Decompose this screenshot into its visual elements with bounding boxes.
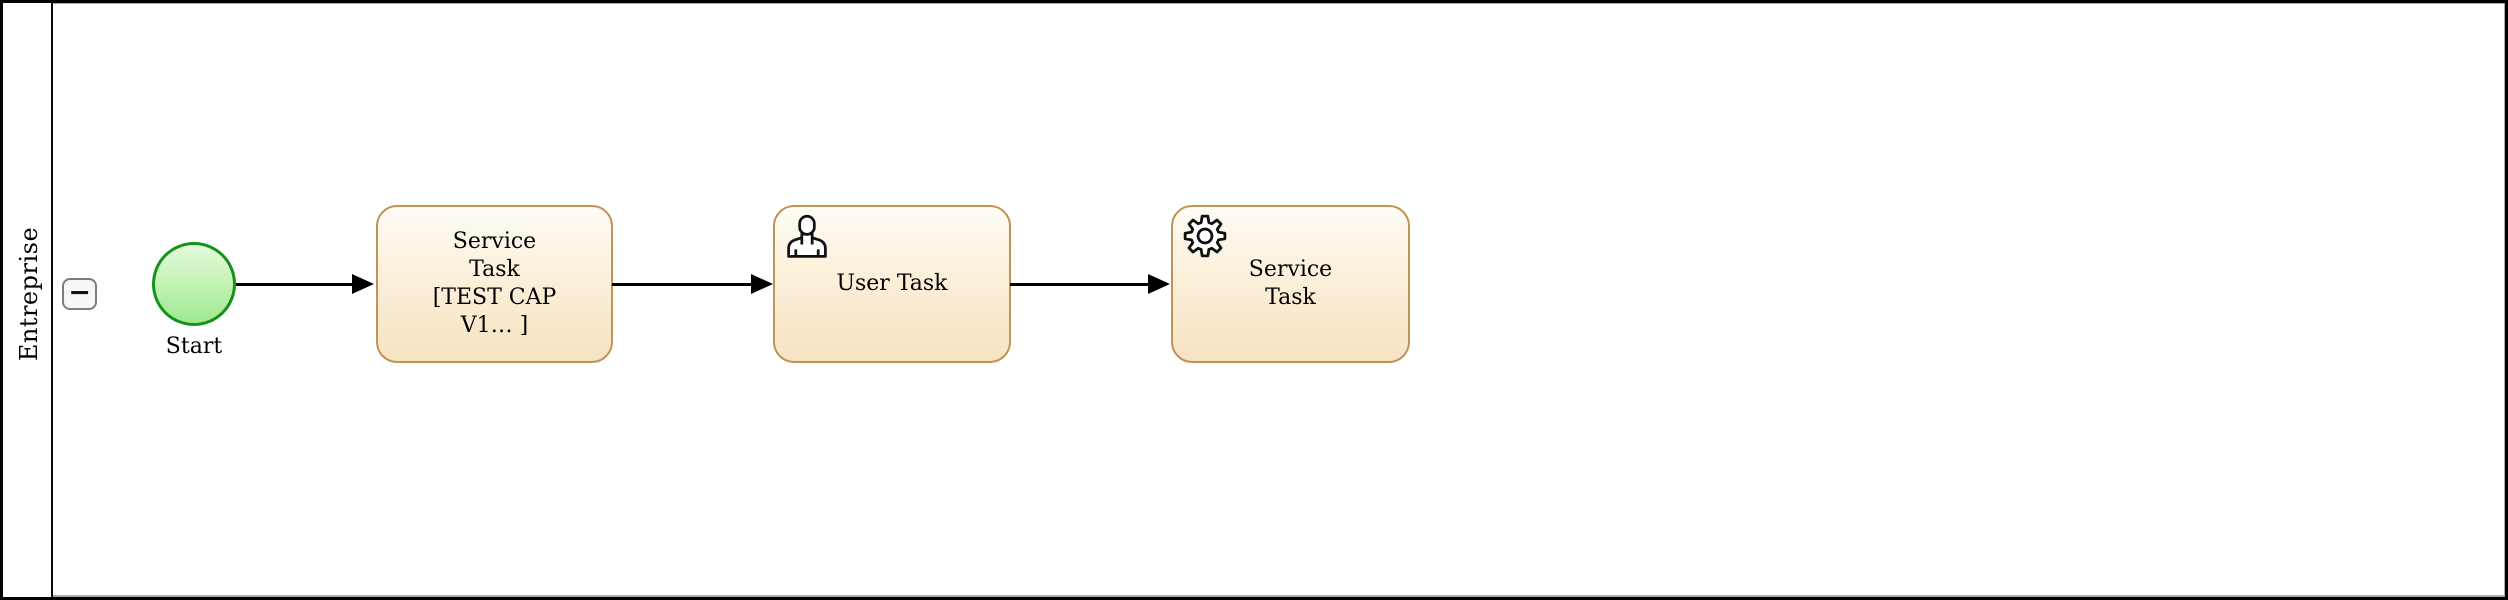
user-task[interactable]: User Task — [773, 205, 1011, 363]
arrowhead-icon — [1148, 273, 1170, 294]
label-line: Task — [1265, 285, 1316, 310]
label-line: [TEST CAP — [432, 285, 557, 310]
arrowhead-icon — [751, 273, 773, 294]
user-task-label: User Task — [836, 271, 948, 296]
start-event-label: Start — [165, 334, 223, 359]
sequence-flow-1[interactable] — [236, 283, 353, 286]
collapse-button[interactable]: − — [62, 278, 97, 310]
label-line: Service — [1248, 257, 1333, 282]
lane-label: Entreprise — [15, 226, 43, 362]
minus-icon: − — [68, 277, 91, 308]
user-icon — [787, 214, 827, 258]
lane-header[interactable]: Entreprise — [3, 3, 53, 597]
service-task-1[interactable]: Service Task [TEST CAP V1… ] — [376, 205, 613, 363]
sequence-flow-2[interactable] — [612, 283, 752, 286]
service-task-1-label: Service Task [TEST CAP V1… ] — [433, 228, 557, 340]
sequence-flow-3[interactable] — [1010, 283, 1150, 286]
service-task-2-label: Service Task — [1249, 256, 1332, 312]
gear-icon — [1183, 214, 1227, 258]
label-line: V1… ] — [460, 313, 529, 338]
label-line: Service — [452, 229, 537, 254]
label-line: Task — [469, 257, 520, 282]
start-event[interactable] — [152, 242, 236, 326]
arrowhead-icon — [352, 273, 374, 294]
lane-content — [53, 3, 2505, 597]
service-task-2[interactable]: Service Task — [1171, 205, 1410, 363]
